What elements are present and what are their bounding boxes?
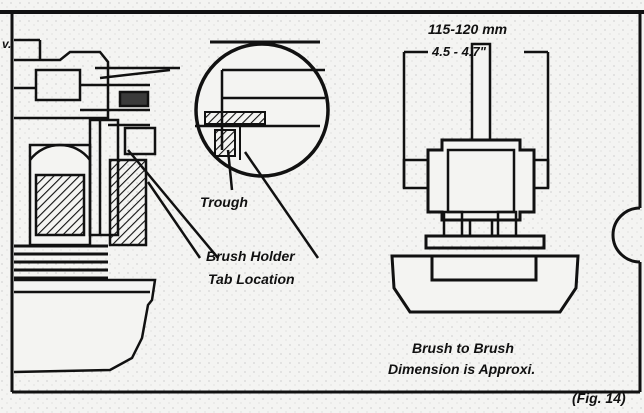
brush-holder-label-line1: Brush Holder bbox=[206, 248, 296, 264]
corner-fragment-text: v. bbox=[2, 37, 11, 51]
brush-to-brush-line2: Dimension is Approxi. bbox=[388, 361, 535, 377]
dimension-inch-label: 4.5 - 4.7" bbox=[431, 44, 487, 59]
trough-label: Trough bbox=[200, 194, 248, 210]
dimension-mm-label: 115-120 mm bbox=[428, 21, 507, 37]
motor-cutaway bbox=[13, 38, 180, 374]
trough-pointer bbox=[226, 149, 320, 259]
brush-holder-leaders bbox=[127, 149, 219, 259]
brush-to-brush-line1: Brush to Brush bbox=[412, 340, 514, 356]
brush-assembly bbox=[390, 42, 580, 314]
figure-number: (Fig. 14) bbox=[572, 390, 626, 406]
brush-holder-label-line2: Tab Location bbox=[208, 271, 295, 287]
magnified-detail bbox=[194, 40, 330, 178]
figure-frame bbox=[0, 10, 644, 394]
